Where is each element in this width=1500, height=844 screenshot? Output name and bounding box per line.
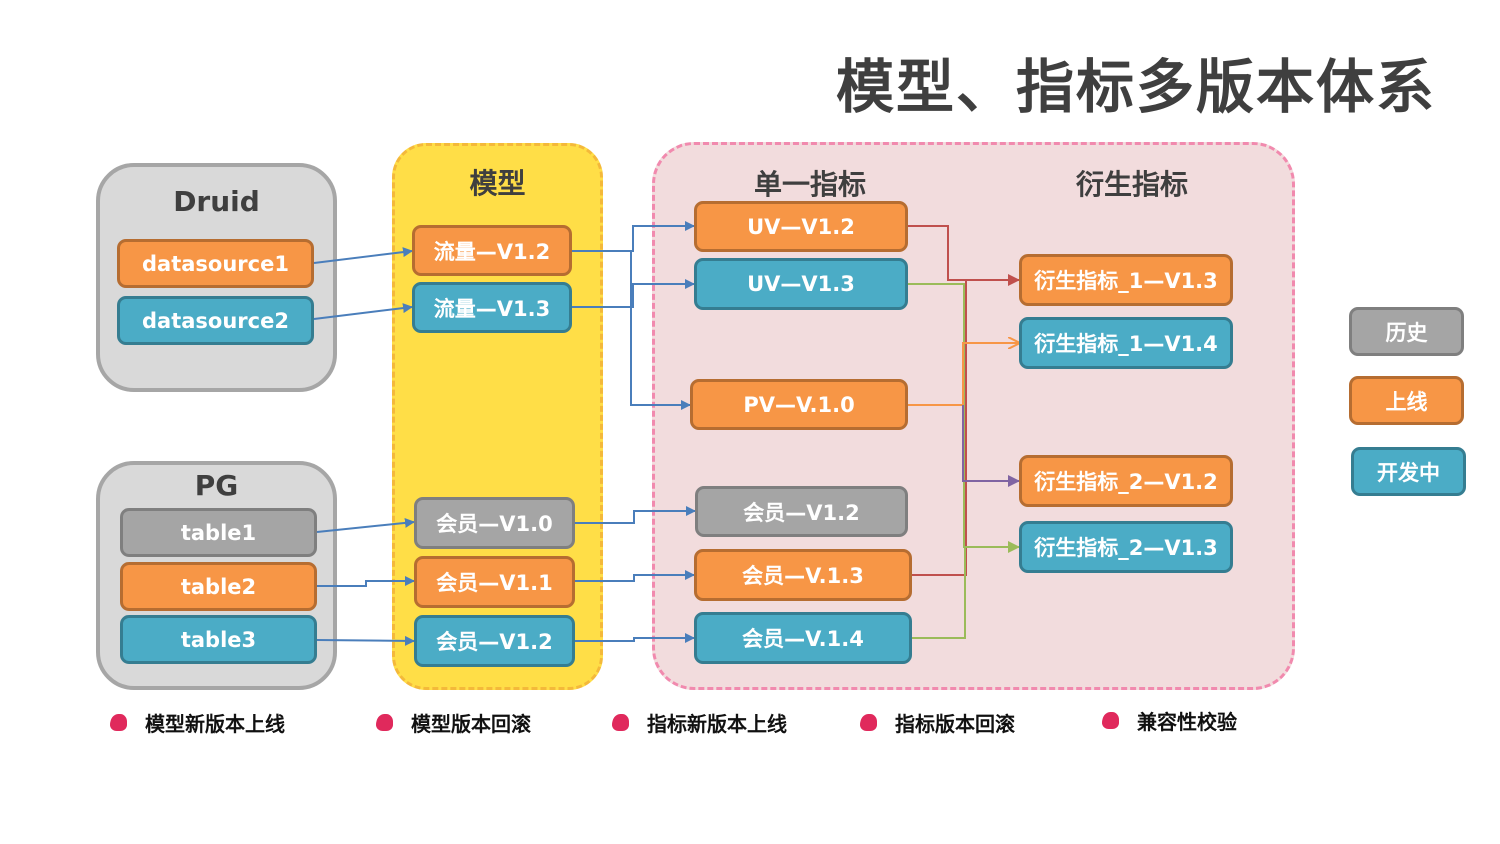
model-flow-v13[interactable]: 流量—V1.3 — [412, 282, 572, 333]
legend-label: 模型新版本上线 — [145, 712, 285, 736]
model-group-title: 模型 — [469, 167, 526, 200]
source-table2[interactable]: table2 — [120, 562, 317, 611]
legend-model-rollback: 模型版本回滚 — [376, 708, 531, 737]
single-metric-title: 单一指标 — [753, 168, 866, 201]
derived-metric-title: 衍生指标 — [1075, 168, 1188, 201]
source-table3[interactable]: table3 — [120, 615, 317, 664]
metric-pv-v10[interactable]: PV—V.1.0 — [690, 379, 908, 430]
legend-history: 历史 — [1349, 307, 1464, 356]
wire-member10-to-member12 — [575, 506, 696, 524]
druid-group-title: Druid — [173, 185, 260, 218]
model-member-v10[interactable]: 会员—V1.0 — [414, 497, 575, 549]
legend-label: 兼容性校验 — [1137, 710, 1237, 734]
bullet-icon — [612, 714, 629, 731]
legend-label: 模型版本回滚 — [411, 712, 531, 736]
wire-member14-to-derived — [912, 547, 966, 639]
legend-compatibility-check: 兼容性校验 — [1102, 706, 1237, 735]
source-datasource2[interactable]: datasource2 — [117, 296, 314, 345]
derived-1-v14[interactable]: 衍生指标_1—V1.4 — [1019, 317, 1233, 369]
bullet-icon — [860, 714, 877, 731]
wire-table2-to-member11 — [317, 576, 415, 587]
legend-dev: 开发中 — [1351, 447, 1466, 496]
wire-table3-to-member12 — [316, 635, 415, 646]
derived-1-v13[interactable]: 衍生指标_1—V1.3 — [1019, 254, 1233, 306]
source-datasource1[interactable]: datasource1 — [117, 239, 314, 288]
wire-ds2-to-flow13 — [313, 303, 413, 320]
model-member-v11[interactable]: 会员—V1.1 — [414, 556, 575, 608]
legend-label: 指标新版本上线 — [647, 712, 787, 736]
wire-pv10-to-derived14 — [908, 343, 1019, 406]
legend-metric-rollback: 指标版本回滚 — [860, 708, 1015, 737]
model-member-v12[interactable]: 会员—V1.2 — [414, 615, 575, 667]
legend-metric-new-version: 指标新版本上线 — [612, 708, 787, 737]
metric-member-v13[interactable]: 会员—V.1.3 — [694, 549, 912, 601]
pg-group-title: PG — [194, 469, 239, 502]
source-table1[interactable]: table1 — [120, 508, 317, 557]
metric-uv-v12[interactable]: UV—V1.2 — [694, 201, 908, 252]
wire-ds1-to-flow12 — [313, 247, 413, 264]
wire-flow-to-pv10 — [630, 251, 691, 410]
wire-member12-to-member14 — [575, 633, 695, 643]
legend-label: 指标版本回滚 — [895, 712, 1015, 736]
metric-member-v14[interactable]: 会员—V.1.4 — [694, 612, 912, 664]
bullet-icon — [376, 714, 393, 731]
page-title: 模型、指标多版本体系 — [835, 53, 1436, 121]
wire-flow13-to-uv13 — [572, 279, 695, 308]
metric-member-v12[interactable]: 会员—V1.2 — [695, 486, 908, 537]
metric-uv-v13[interactable]: UV—V1.3 — [694, 258, 908, 310]
wire-flow12-to-uv12 — [572, 221, 695, 252]
legend-model-new-version: 模型新版本上线 — [110, 708, 285, 737]
derived-2-v13[interactable]: 衍生指标_2—V1.3 — [1019, 521, 1233, 573]
wire-to-derived22 — [962, 405, 1020, 487]
model-flow-v12[interactable]: 流量—V1.2 — [412, 225, 572, 276]
legend-online: 上线 — [1349, 376, 1464, 425]
wire-member11-to-member13 — [575, 570, 695, 582]
bullet-icon — [1102, 712, 1119, 729]
wire-uv12-to-derived13 — [908, 225, 1020, 286]
derived-2-v12[interactable]: 衍生指标_2—V1.2 — [1019, 455, 1233, 507]
bullet-icon — [110, 714, 127, 731]
wire-table1-to-member10 — [316, 517, 415, 533]
wire-member13-to-derived — [912, 280, 967, 576]
